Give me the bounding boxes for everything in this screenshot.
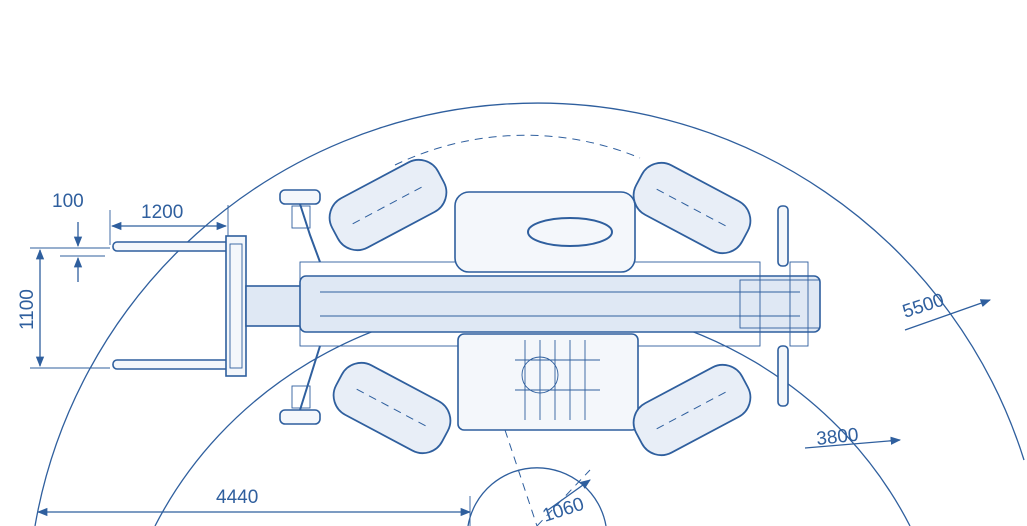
cab-sweep-arc bbox=[394, 134, 641, 166]
small-radius-leader bbox=[547, 479, 591, 511]
operator-cab bbox=[454, 191, 636, 273]
small-radius-label: 1060 bbox=[540, 494, 587, 526]
rear-left-tire bbox=[632, 161, 752, 255]
fork-length-label: 1200 bbox=[141, 202, 183, 223]
fork-thickness-label: 100 bbox=[52, 191, 84, 212]
boom-rear-section bbox=[739, 279, 821, 329]
fork-carriage bbox=[225, 235, 247, 377]
cab-roof-window bbox=[527, 217, 613, 247]
upper-fork bbox=[112, 241, 232, 252]
front-right-tire bbox=[332, 361, 452, 455]
carriage-plate bbox=[229, 243, 243, 369]
outer-turning-arc bbox=[34, 102, 1025, 526]
fork-spread-label: 1100 bbox=[17, 289, 38, 330]
small-radius-arc bbox=[467, 467, 607, 526]
front-left-tire bbox=[328, 158, 448, 252]
rear-hitch-lower bbox=[777, 345, 789, 407]
rear-hitch-upper bbox=[777, 205, 789, 267]
lower-stabilizer bbox=[279, 345, 321, 425]
lower-fork bbox=[112, 359, 232, 370]
small-radius-dash-1 bbox=[504, 429, 538, 526]
engine-compartment bbox=[457, 333, 639, 431]
upper-stabilizer bbox=[279, 189, 321, 263]
outer-radius-leader bbox=[904, 299, 991, 331]
rear-bumper bbox=[789, 261, 809, 347]
overall-length-label: 4440 bbox=[216, 487, 258, 508]
rear-right-tire bbox=[632, 363, 752, 457]
engine-grille bbox=[515, 340, 600, 420]
inner-radius-leader bbox=[804, 436, 902, 449]
inner-radius-label: 3800 bbox=[815, 425, 859, 450]
telescopic-boom bbox=[299, 275, 821, 333]
